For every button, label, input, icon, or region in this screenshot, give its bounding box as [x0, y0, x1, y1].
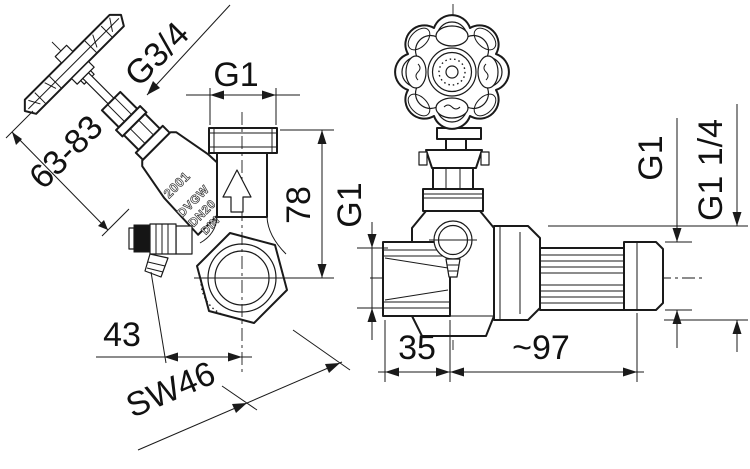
handle: [23, 13, 125, 115]
label-g1-inlet: G1: [331, 182, 369, 227]
wheel-opening-bottom: [435, 97, 469, 119]
side-valve-view: G1 35 ~97 G1: [331, 4, 748, 382]
spindle-and-bonnet: [80, 70, 171, 161]
dim-hex-size: SW46: [121, 329, 351, 451]
dim-inlet-thread: G1: [331, 182, 388, 340]
label-97: ~97: [512, 329, 570, 367]
label-g1-top: G1: [213, 56, 258, 94]
test-nipple: [445, 258, 461, 278]
hub-lettering-band: [438, 58, 466, 86]
label-35: 35: [398, 329, 436, 367]
tailpipe: [539, 247, 625, 311]
label-g1-14: G1 1/4: [692, 119, 730, 221]
union-nut: [493, 225, 541, 321]
dim-97: ~97: [450, 313, 644, 382]
socket-collar: [208, 127, 278, 154]
drain-valve: [128, 223, 193, 278]
label-63-83: 63-83: [22, 108, 110, 196]
flow-arrow-icon: [222, 169, 252, 213]
angle-valve-view: 2001 DVGW DN20 DIN: [5, 4, 351, 451]
hose-nipple: [144, 253, 169, 278]
dim-tail-thread: G1: [632, 118, 692, 348]
drain-knob: [133, 224, 151, 253]
wheel-opening-top: [435, 25, 469, 47]
label-43: 43: [103, 316, 141, 354]
spindle: [82, 72, 115, 105]
dim-handle-range: 63-83: [5, 108, 130, 237]
wheel-opening-left: [405, 55, 427, 89]
handle-nut: [54, 44, 74, 64]
wheel-opening-right: [477, 55, 499, 89]
label-g1-tail: G1: [632, 135, 670, 180]
bonnet: [422, 188, 484, 212]
test-port: [429, 220, 477, 278]
hex-port: [194, 112, 334, 372]
dim-union-thread: G1 1/4: [548, 104, 748, 352]
label-sw46: SW46: [121, 354, 221, 425]
tail-thread-end: [623, 241, 664, 311]
wheel-logo-mark: [443, 104, 461, 110]
handwheel: [394, 14, 510, 130]
dim-height-78: 78: [280, 129, 334, 278]
drain-gland: [149, 223, 177, 255]
dim-drain-offset: 43: [96, 271, 252, 364]
inlet-port: [382, 241, 451, 317]
dim-top-port: G1: [186, 56, 300, 125]
label-78: 78: [280, 186, 318, 224]
gland-hex: [432, 167, 474, 190]
stem-bracket: [425, 149, 483, 169]
